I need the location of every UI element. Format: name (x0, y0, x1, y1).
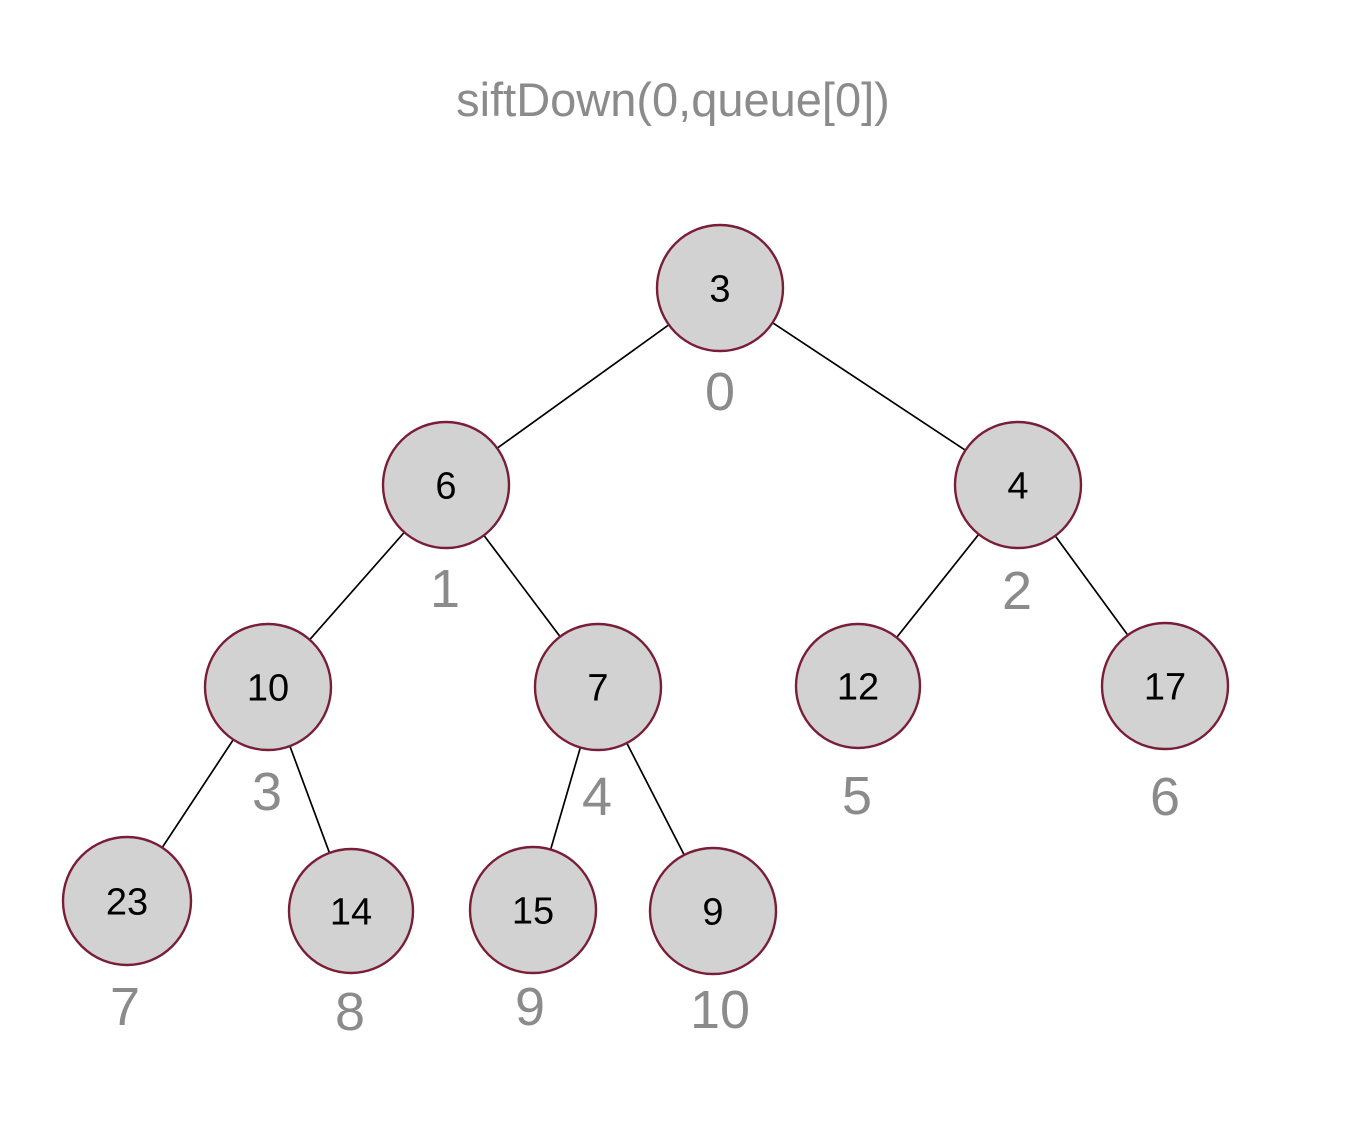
tree-node-3: 10 (203, 622, 333, 752)
node-circle (655, 223, 785, 353)
node-value: 17 (1144, 666, 1186, 708)
tree-node-6: 17 (1100, 621, 1230, 751)
node-circle (533, 622, 663, 752)
tree-node-0: 3 (655, 223, 785, 353)
tree-node-9: 15 (468, 845, 598, 975)
node-value: 10 (247, 667, 289, 709)
diagram-title: siftDown(0,queue[0]) (456, 73, 890, 126)
node-circle (953, 420, 1083, 550)
node-index-label: 3 (252, 762, 282, 822)
tree-node-10: 9 (648, 846, 778, 976)
node-value: 9 (702, 891, 723, 933)
node-index-label: 10 (690, 980, 750, 1040)
node-index-label: 9 (515, 977, 545, 1037)
node-index-label: 7 (110, 977, 140, 1037)
node-circle (468, 845, 598, 975)
node-index-label: 8 (335, 982, 365, 1042)
node-value: 3 (709, 268, 730, 310)
tree-node-2: 4 (953, 420, 1083, 550)
node-value: 6 (435, 465, 456, 507)
node-circle (648, 846, 778, 976)
node-value: 12 (837, 666, 879, 708)
node-value: 4 (1007, 465, 1028, 507)
tree-node-4: 7 (533, 622, 663, 752)
node-index-label: 5 (842, 766, 872, 826)
tree-node-5: 12 (794, 622, 922, 750)
node-index-label: 1 (430, 559, 460, 619)
node-circle (61, 835, 193, 967)
node-circle (381, 420, 511, 550)
node-value: 14 (330, 891, 372, 933)
node-circle (794, 622, 922, 750)
tree-node-7: 23 (61, 835, 193, 967)
node-index-label: 6 (1150, 767, 1180, 827)
node-circle (1100, 621, 1230, 751)
node-index-label: 4 (582, 767, 612, 827)
node-value: 15 (512, 890, 554, 932)
node-index-label: 0 (705, 362, 735, 422)
tree-node-8: 14 (287, 847, 415, 975)
tree-node-1: 6 (381, 420, 511, 550)
node-value: 7 (587, 667, 608, 709)
node-value: 23 (106, 881, 148, 923)
node-circle (203, 622, 333, 752)
node-index-label: 2 (1002, 561, 1032, 621)
node-circle (287, 847, 415, 975)
